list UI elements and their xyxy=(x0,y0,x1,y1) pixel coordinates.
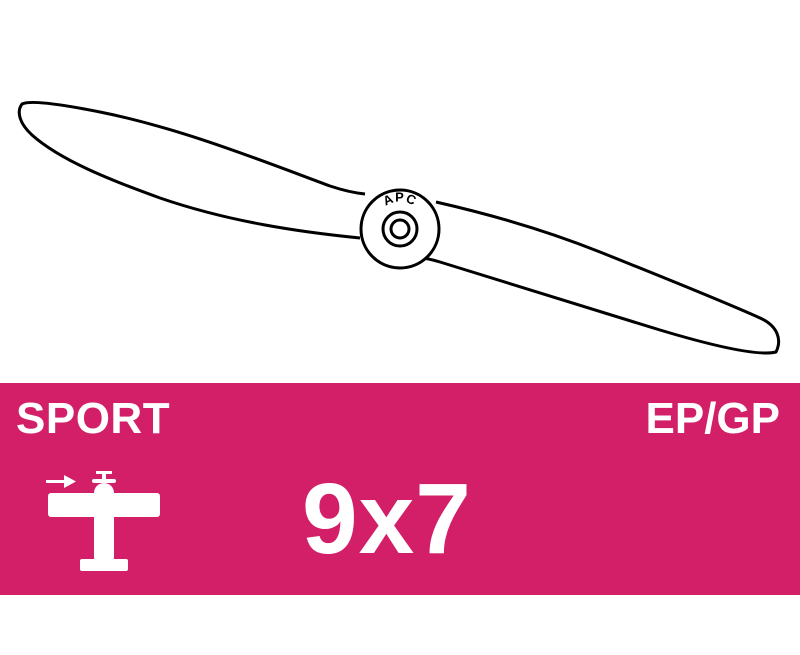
propeller-size-label: 9x7 xyxy=(302,463,472,575)
propeller-hub-bore xyxy=(389,218,411,240)
apc-logo-text: APC xyxy=(381,190,420,209)
info-band: SPORT EP/GP 9x7 xyxy=(0,383,800,595)
propeller-illustration: APC xyxy=(17,100,781,355)
propeller-left-blade xyxy=(17,100,366,240)
fuel-type-label: EP/GP xyxy=(645,394,781,443)
airplane-icon xyxy=(46,471,160,571)
category-label: SPORT xyxy=(16,394,171,443)
propeller-right-blade xyxy=(419,200,781,355)
